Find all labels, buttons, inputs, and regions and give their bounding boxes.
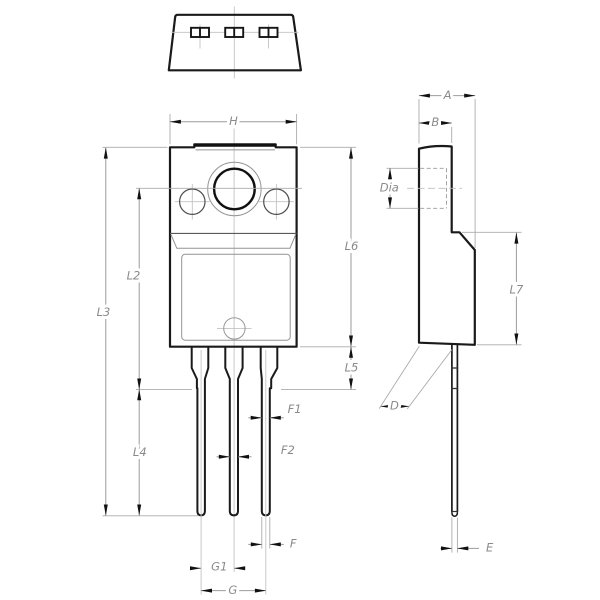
dim-label-l2: L2 [127,269,141,283]
front-body-outline [168,143,298,348]
dimension-B: B [418,112,453,143]
dim-label-b: B [431,115,439,129]
hole-boss-circle [207,161,262,217]
side-lead [451,344,459,517]
dim-label-f2: F2 [281,443,295,457]
lead-middle [224,346,244,517]
side-body-outline [417,144,476,346]
top-view-body-outline [167,13,302,72]
side-view [407,144,476,517]
dim-label-dia: Dia [380,181,399,195]
side-circle-left-edge [179,188,206,215]
side-circle-left [174,184,210,220]
dimension-H: H [169,111,298,145]
lead-left [190,346,210,517]
dim-label-a: A [443,88,452,102]
dim-label-f: F [290,536,297,550]
lead-right [259,346,279,517]
dimension-F2: F2 [216,440,298,460]
dimension-G: G [200,580,267,600]
top-view [167,6,302,79]
dim-D-oblique-right [406,349,453,410]
dim-label-g1: G1 [211,559,227,573]
dimension-L7: L7 [462,231,527,346]
side-circle-right [258,184,294,220]
dimension-L2: L2 [124,187,302,390]
body-face-panel [181,253,291,341]
ejector-dimple [223,317,246,340]
front-view [168,128,298,595]
mounting-hole [212,167,256,211]
dim-label-l7: L7 [510,283,524,297]
dimension-D: D [378,345,453,415]
top-view-lead-sections [190,26,279,38]
side-circle-right-edge [263,188,290,215]
dim-label-g: G [228,583,237,597]
dimension-L5: L5 [281,346,361,390]
dim-D-oblique-left [378,345,420,409]
dimension-L3: L3 [94,146,198,517]
dim-label-l4: L4 [133,445,147,459]
dim-label-l6: L6 [345,239,359,253]
dimension-G1: G1 [189,556,246,576]
dim-label-d: D [390,398,399,412]
dimension-F: F [248,533,300,553]
dim-label-l5: L5 [345,360,359,374]
dimension-L6: L6 [300,146,361,348]
dimension-Dia: Dia [377,167,419,209]
dim-label-l3: L3 [97,305,111,319]
dimension-L4: L4 [130,389,150,516]
dim-label-h: H [229,114,238,128]
dimension-F1: F1 [248,399,305,420]
dim-label-e: E [486,541,494,555]
dimension-E: E [440,517,497,558]
dim-label-f1: F1 [288,402,302,416]
side-lead-tip [451,512,459,517]
parting-step [170,234,297,249]
